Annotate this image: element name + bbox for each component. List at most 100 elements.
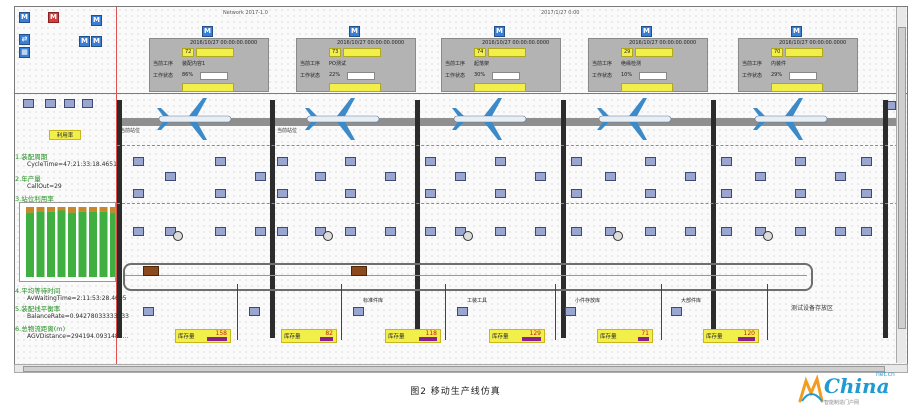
workstation-icon[interactable] [795, 189, 806, 198]
method-icon[interactable]: M [91, 15, 102, 26]
workstation-icon[interactable] [425, 227, 436, 236]
workstation-icon[interactable] [835, 172, 846, 181]
storage-icon[interactable] [671, 307, 682, 316]
workstation-icon[interactable] [755, 172, 766, 181]
workstation-icon[interactable] [495, 157, 506, 166]
workstation-icon[interactable] [133, 227, 144, 236]
workstation-icon[interactable] [345, 157, 356, 166]
workstation-icon[interactable] [861, 227, 872, 236]
workstation-icon[interactable] [277, 189, 288, 198]
worker-icon[interactable] [173, 231, 183, 241]
workstation-icon[interactable] [133, 157, 144, 166]
aircraft-icon[interactable] [155, 96, 235, 142]
workstation-icon[interactable] [345, 227, 356, 236]
workstation-icon[interactable] [861, 157, 872, 166]
workstation-icon[interactable] [535, 227, 546, 236]
buffer-icon[interactable] [64, 99, 75, 108]
aircraft-icon[interactable] [450, 96, 530, 142]
workstation-icon[interactable] [215, 157, 226, 166]
workstation-icon[interactable] [571, 227, 582, 236]
workstation-icon[interactable] [685, 227, 696, 236]
workstation-icon[interactable] [255, 227, 266, 236]
workstation-icon[interactable] [645, 189, 656, 198]
panel-timestamp: 2016/10/27 00:00:00.0000 [779, 40, 847, 46]
workstation-icon[interactable] [455, 172, 466, 181]
workstation-icon[interactable] [495, 227, 506, 236]
method-icon[interactable]: M [791, 26, 802, 37]
workstation-icon[interactable] [835, 227, 846, 236]
scroll-thumb[interactable] [23, 366, 885, 372]
worker-icon[interactable] [463, 231, 473, 241]
workstation-icon[interactable] [255, 172, 266, 181]
workstation-icon[interactable] [795, 227, 806, 236]
method-icon[interactable]: M [48, 12, 59, 23]
storage-icon[interactable] [143, 307, 154, 316]
workstation-icon[interactable] [277, 227, 288, 236]
worker-icon[interactable] [613, 231, 623, 241]
workstation-icon[interactable] [385, 227, 396, 236]
workstation-icon[interactable] [385, 172, 396, 181]
workstation-icon[interactable] [215, 227, 226, 236]
worker-icon[interactable] [763, 231, 773, 241]
workstation-icon[interactable] [425, 157, 436, 166]
buffer-icon[interactable] [45, 99, 56, 108]
workstation-icon[interactable] [215, 189, 226, 198]
workstation-icon[interactable] [571, 189, 582, 198]
simulation-canvas[interactable]: M M M ⇄ ▦ M M Network 2017-1.0 2017/1/27… [14, 6, 908, 365]
buffer-icon[interactable] [82, 99, 93, 108]
workstation-icon[interactable] [795, 157, 806, 166]
table-icon[interactable]: ▦ [19, 47, 30, 58]
workstation-icon[interactable] [721, 157, 732, 166]
worker-icon[interactable] [323, 231, 333, 241]
method-icon[interactable]: M [202, 26, 213, 37]
method-icon[interactable]: M [494, 26, 505, 37]
scroll-thumb[interactable] [898, 27, 906, 329]
stats-panel: 利用率 [15, 130, 115, 140]
aircraft-icon[interactable] [751, 96, 831, 142]
workstation-icon[interactable] [535, 172, 546, 181]
workstation-icon[interactable] [571, 157, 582, 166]
aircraft-icon[interactable] [595, 96, 675, 142]
workstation-icon[interactable] [345, 189, 356, 198]
agv-cart[interactable] [143, 266, 159, 276]
storage-icon[interactable] [457, 307, 468, 316]
buffer-icon[interactable] [23, 99, 34, 108]
workstation-icon[interactable] [645, 157, 656, 166]
agv-cart[interactable] [351, 266, 367, 276]
workstation-icon[interactable] [425, 189, 436, 198]
method-icon[interactable]: M [91, 36, 102, 47]
workstation-icon[interactable] [165, 172, 176, 181]
storage-icon[interactable] [353, 307, 364, 316]
source-icon[interactable]: ⇄ [19, 34, 30, 45]
method-icon[interactable]: M [349, 26, 360, 37]
workstation-icon[interactable] [645, 227, 656, 236]
horizontal-scrollbar[interactable] [14, 364, 908, 373]
workstation-icon[interactable] [315, 172, 326, 181]
workstation-icon[interactable] [277, 157, 288, 166]
vertical-scrollbar[interactable] [896, 7, 906, 363]
storage-icon[interactable] [565, 307, 576, 316]
workstation-icon[interactable] [861, 189, 872, 198]
workstation-icon[interactable] [721, 227, 732, 236]
workstation-icon[interactable] [685, 172, 696, 181]
aircraft-icon[interactable] [303, 96, 383, 142]
workstation-icon[interactable] [133, 189, 144, 198]
workstation-icon[interactable] [605, 172, 616, 181]
workstation-icon[interactable] [721, 189, 732, 198]
method-icon[interactable]: M [19, 12, 30, 23]
storage-icon[interactable] [249, 307, 260, 316]
method-icon[interactable]: M [79, 36, 90, 47]
method-icon[interactable]: M [641, 26, 652, 37]
workstation-icon[interactable] [495, 189, 506, 198]
